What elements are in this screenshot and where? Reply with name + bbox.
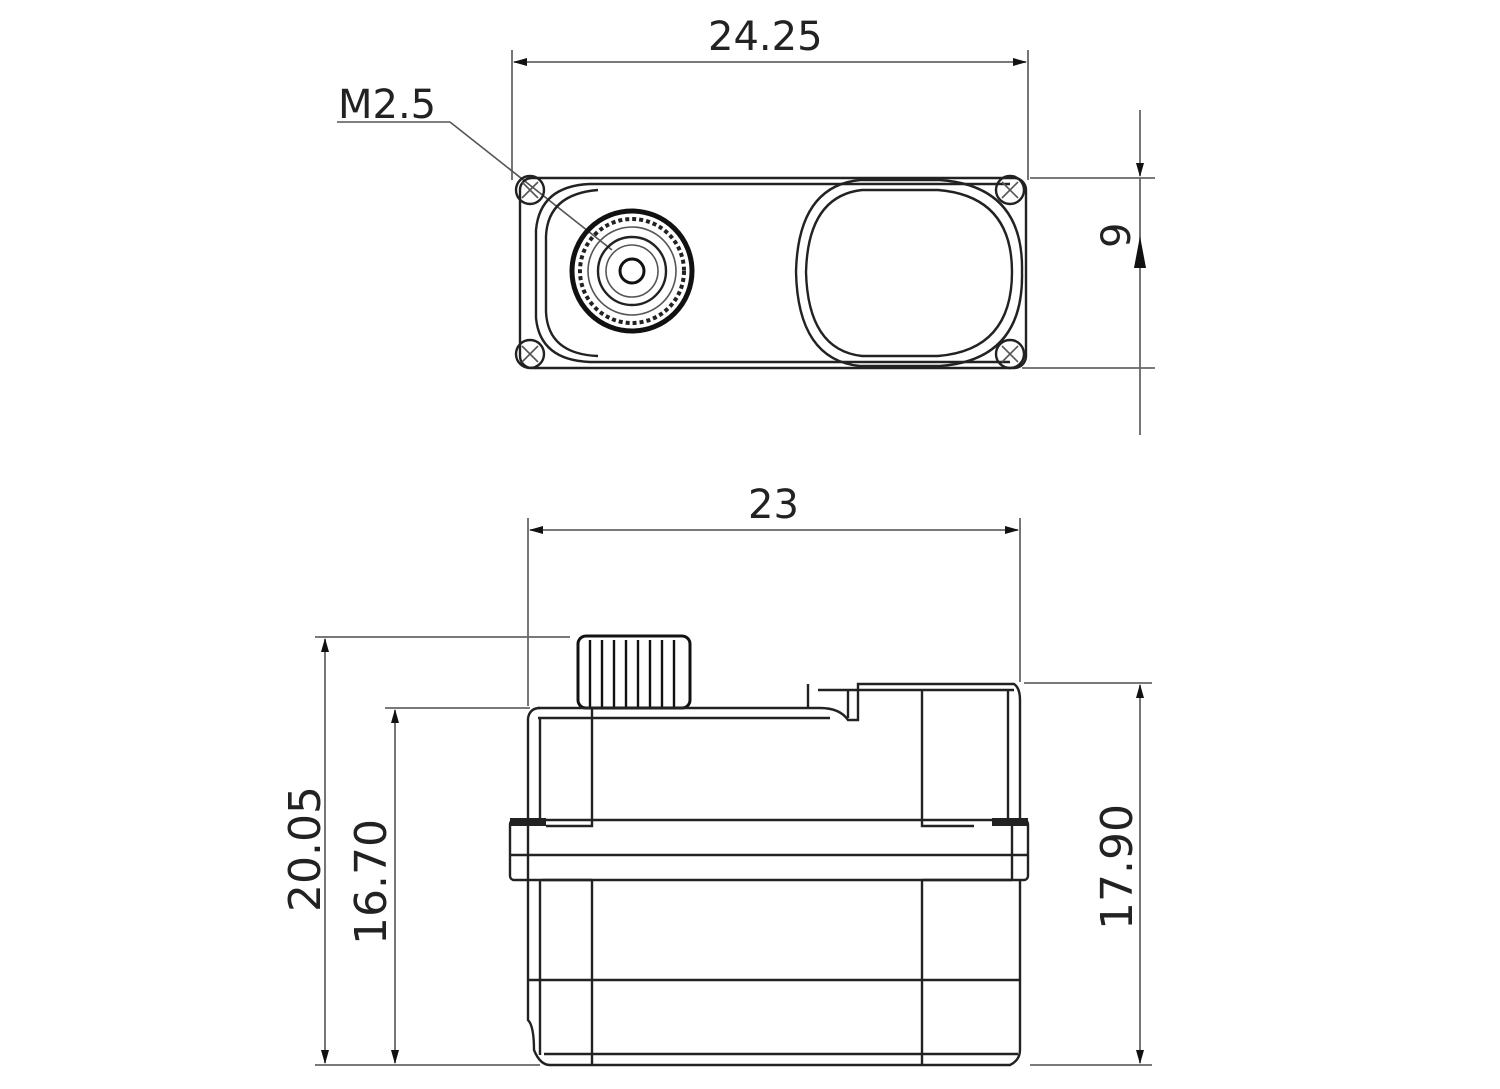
dimension-label-body-length: 23 — [748, 482, 799, 528]
callout-label-m25: M2.5 — [338, 82, 437, 128]
top-view — [337, 50, 1155, 435]
dimension-label-width: 9 — [1094, 222, 1140, 248]
output-spline-gear-icon — [569, 208, 695, 334]
output-spline — [576, 634, 692, 710]
dimension-total-height — [315, 636, 570, 1066]
case-body — [508, 682, 1030, 1067]
dimension-label-case-height: 16.70 — [346, 819, 397, 945]
dimension-body-length — [527, 518, 1021, 706]
case-boss-oval — [794, 178, 1024, 368]
dimension-width — [1022, 110, 1155, 435]
dimension-boss-height — [1024, 682, 1152, 1066]
dimension-label-boss-height: 17.90 — [1092, 804, 1143, 930]
dimension-case-height — [385, 707, 530, 1064]
mounting-flange — [508, 818, 1030, 882]
front-view — [315, 518, 1152, 1067]
m25-leader — [337, 121, 613, 251]
top-case-outline — [514, 174, 1028, 370]
dimension-label-total-height: 20.05 — [280, 786, 331, 912]
dimension-label-overall-length: 24.25 — [708, 14, 823, 60]
dimension-overall-length — [511, 50, 1029, 180]
mounting-screw-icon — [514, 174, 1026, 370]
